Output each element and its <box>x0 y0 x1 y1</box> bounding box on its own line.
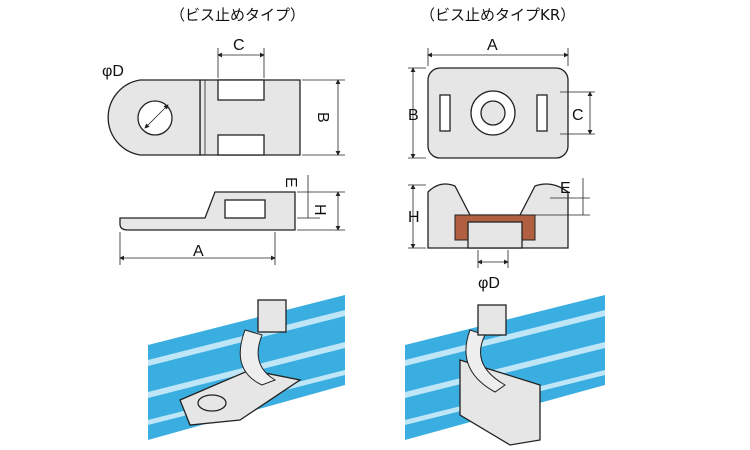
label-left-e: E <box>282 177 299 188</box>
title-screw-type-kr: （ビス止めタイプKR） <box>420 6 576 24</box>
label-right-c: C <box>572 107 584 124</box>
right-side-view <box>408 178 590 268</box>
right-mount-illustration <box>405 295 605 446</box>
label-right-e: E <box>560 180 571 197</box>
label-right-h: H <box>408 209 420 226</box>
label-right-b: B <box>408 107 419 124</box>
label-left-b: B <box>314 112 331 123</box>
label-right-a: A <box>487 37 498 54</box>
label-right-phid: φD <box>478 275 500 292</box>
left-top-view <box>107 48 345 156</box>
right-top-view <box>408 48 595 159</box>
label-left-c: C <box>233 37 245 54</box>
label-left-phid: φD <box>102 63 124 80</box>
label-left-h: H <box>311 204 328 216</box>
left-side-view <box>119 175 345 265</box>
title-screw-type: （ビス止めタイプ） <box>170 6 306 24</box>
label-left-a: A <box>193 243 204 260</box>
left-mount-illustration <box>148 295 345 440</box>
